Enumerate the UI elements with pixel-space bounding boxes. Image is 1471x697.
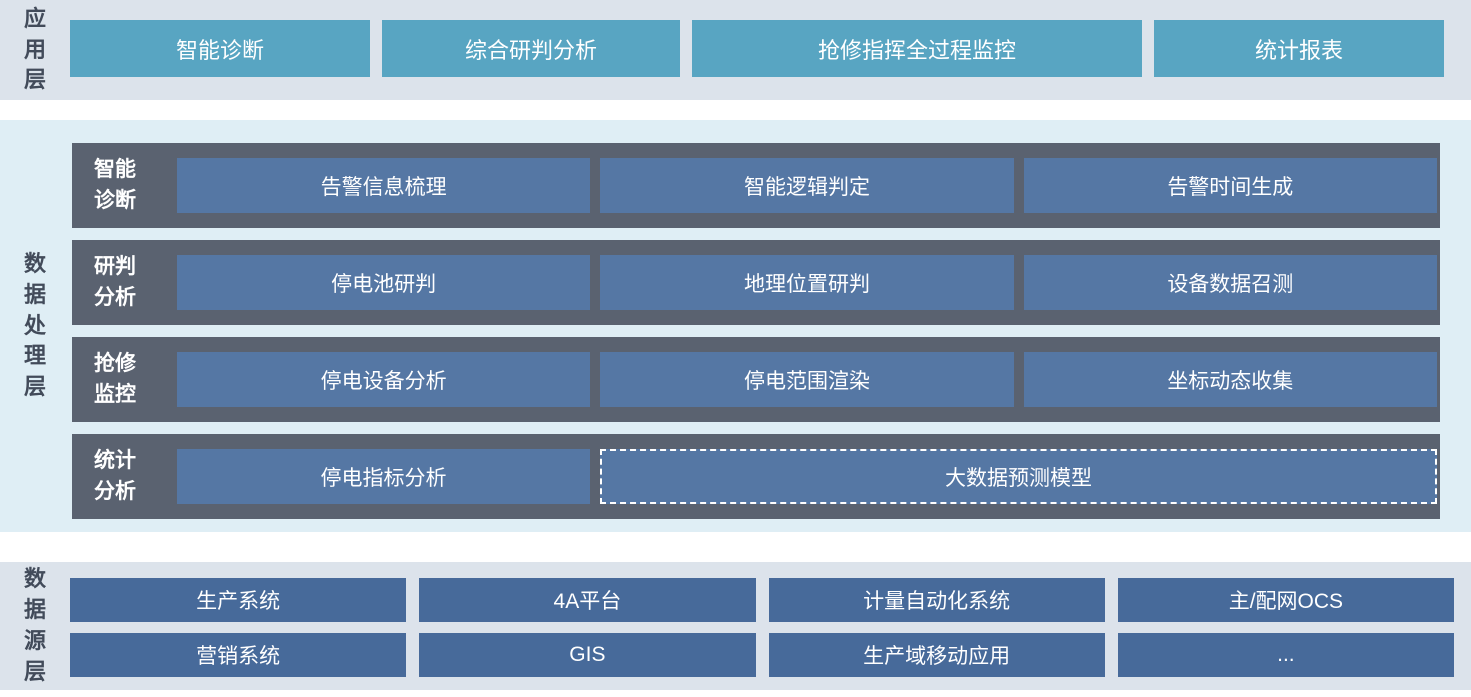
processing-row-intelligent-diagnosis: 智能 诊断 告警信息梳理 智能逻辑判定 告警时间生成 xyxy=(72,143,1440,228)
proc-box-big-data-prediction-model: 大数据预测模型 xyxy=(600,449,1437,504)
proc-box-intelligent-logic-judgment: 智能逻辑判定 xyxy=(600,158,1014,213)
src-box-ellipsis: ... xyxy=(1117,633,1454,677)
datasource-rows: 生产系统 4A平台 计量自动化系统 主/配网OCS 营销系统 GIS 生产域移动… xyxy=(70,578,1454,677)
proc-box-alarm-info-sorting: 告警信息梳理 xyxy=(177,158,591,213)
row-label: 研判 分析 xyxy=(94,255,136,309)
data-source-layer-band: 数 据 源 层 生产系统 4A平台 计量自动化系统 主/配网OCS 营销系统 G… xyxy=(0,562,1471,690)
src-box-main-distribution-ocs: 主/配网OCS xyxy=(1117,578,1454,622)
row-boxes: 停电设备分析 停电范围渲染 坐标动态收集 xyxy=(177,352,1437,407)
band-divider xyxy=(0,532,1471,562)
proc-box-outage-analysis: 停电池研判 xyxy=(177,255,591,310)
proc-box-outage-device-analysis: 停电设备分析 xyxy=(177,352,591,407)
row-label: 智能 诊断 xyxy=(94,158,136,212)
processing-row-statistical-analysis: 统计 分析 停电指标分析 大数据预测模型 xyxy=(72,434,1440,519)
data-processing-layer-label: 数 据 处 理 层 xyxy=(23,251,46,400)
app-box-comprehensive-analysis: 综合研判分析 xyxy=(382,20,680,77)
proc-box-alarm-time-generation: 告警时间生成 xyxy=(1023,158,1437,213)
row-boxes: 停电池研判 地理位置研判 设备数据召测 xyxy=(177,255,1437,310)
proc-box-device-data-telemetry: 设备数据召测 xyxy=(1023,255,1437,310)
app-box-statistical-reports: 统计报表 xyxy=(1154,20,1444,77)
proc-box-outage-indicator-analysis: 停电指标分析 xyxy=(177,449,590,504)
row-label: 抢修 监控 xyxy=(94,352,136,406)
src-box-production-mobile-app: 生产域移动应用 xyxy=(768,633,1105,677)
src-box-production-system: 生产系统 xyxy=(70,578,407,622)
application-layer-band: 应 用 层 智能诊断 综合研判分析 抢修指挥全过程监控 统计报表 xyxy=(0,0,1471,100)
datasource-row: 营销系统 GIS 生产域移动应用 ... xyxy=(70,633,1454,677)
proc-box-coordinate-dynamic-collection: 坐标动态收集 xyxy=(1023,352,1437,407)
datasource-row: 生产系统 4A平台 计量自动化系统 主/配网OCS xyxy=(70,578,1454,622)
src-box-4a-platform: 4A平台 xyxy=(419,578,756,622)
proc-box-geographic-location-analysis: 地理位置研判 xyxy=(600,255,1014,310)
application-buttons-row: 智能诊断 综合研判分析 抢修指挥全过程监控 统计报表 xyxy=(70,20,1444,77)
app-box-intelligent-diagnosis: 智能诊断 xyxy=(70,20,370,77)
src-box-gis: GIS xyxy=(419,633,756,677)
application-layer-label: 应 用 层 xyxy=(23,5,46,93)
row-label: 统计 分析 xyxy=(94,449,136,503)
processing-row-analysis: 研判 分析 停电池研判 地理位置研判 设备数据召测 xyxy=(72,240,1440,325)
src-box-marketing-system: 营销系统 xyxy=(70,633,407,677)
processing-rows: 智能 诊断 告警信息梳理 智能逻辑判定 告警时间生成 研判 分析 停电池研判 地… xyxy=(72,143,1440,519)
proc-box-outage-range-rendering: 停电范围渲染 xyxy=(600,352,1014,407)
src-box-metering-automation-system: 计量自动化系统 xyxy=(768,578,1105,622)
processing-row-repair-monitoring: 抢修 监控 停电设备分析 停电范围渲染 坐标动态收集 xyxy=(72,337,1440,422)
band-divider xyxy=(0,100,1471,120)
data-processing-layer-band: 数 据 处 理 层 智能 诊断 告警信息梳理 智能逻辑判定 告警时间生成 研判 … xyxy=(0,120,1471,532)
row-boxes: 停电指标分析 大数据预测模型 xyxy=(177,449,1437,504)
row-boxes: 告警信息梳理 智能逻辑判定 告警时间生成 xyxy=(177,158,1437,213)
app-box-repair-command-monitoring: 抢修指挥全过程监控 xyxy=(692,20,1142,77)
bottom-margin xyxy=(0,690,1471,697)
data-source-layer-label: 数 据 源 层 xyxy=(23,566,46,684)
